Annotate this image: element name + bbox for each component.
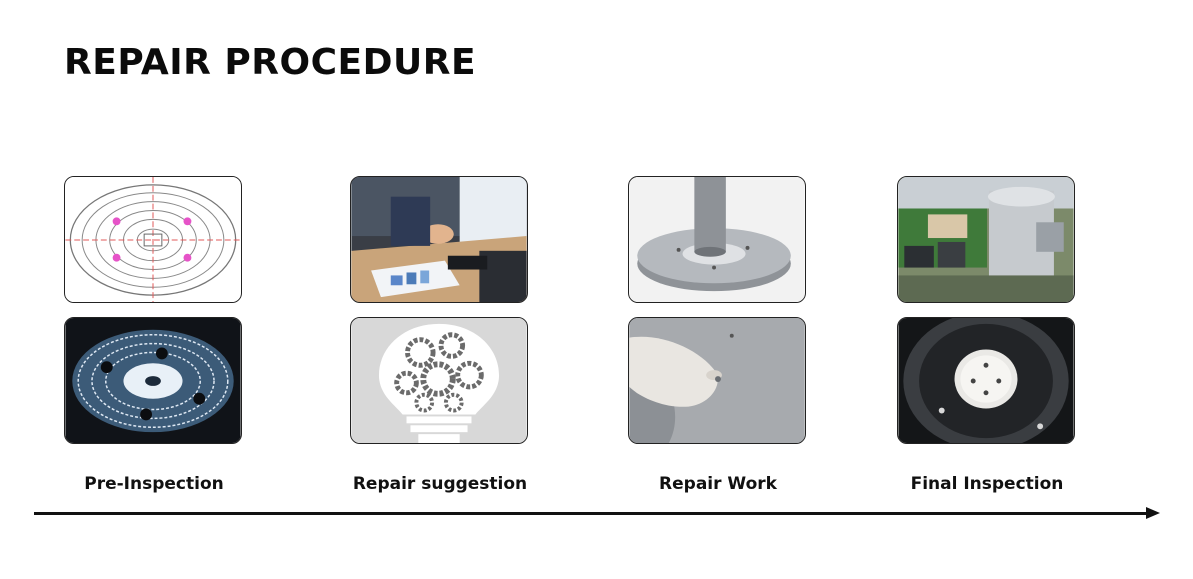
heater-glow-image: [64, 317, 242, 444]
timeline-line: [34, 512, 1150, 515]
step-repair-work: Repair Work: [628, 176, 808, 494]
heater-pedestal-image: [628, 176, 806, 303]
step-label: Final Inspection: [910, 474, 1064, 494]
business-meeting-image: [350, 176, 528, 303]
vacuum-chamber-image: [897, 176, 1075, 303]
chamber-interior-image: [897, 317, 1075, 444]
step-label: Repair suggestion: [352, 474, 528, 494]
gear-lightbulb-image: [350, 317, 528, 444]
step-label: Repair Work: [659, 474, 777, 494]
gloved-hand-work-image: [628, 317, 806, 444]
slide-title: REPAIR PROCEDURE: [64, 42, 477, 83]
step-repair-suggestion: Repair suggestion: [350, 176, 530, 494]
step-label: Pre-Inspection: [84, 474, 224, 494]
arrow-right-icon: [1146, 507, 1160, 519]
heater-diagram-image: [64, 176, 242, 303]
step-pre-inspection: Pre-Inspection: [64, 176, 244, 494]
step-final-inspection: Final Inspection: [897, 176, 1077, 494]
